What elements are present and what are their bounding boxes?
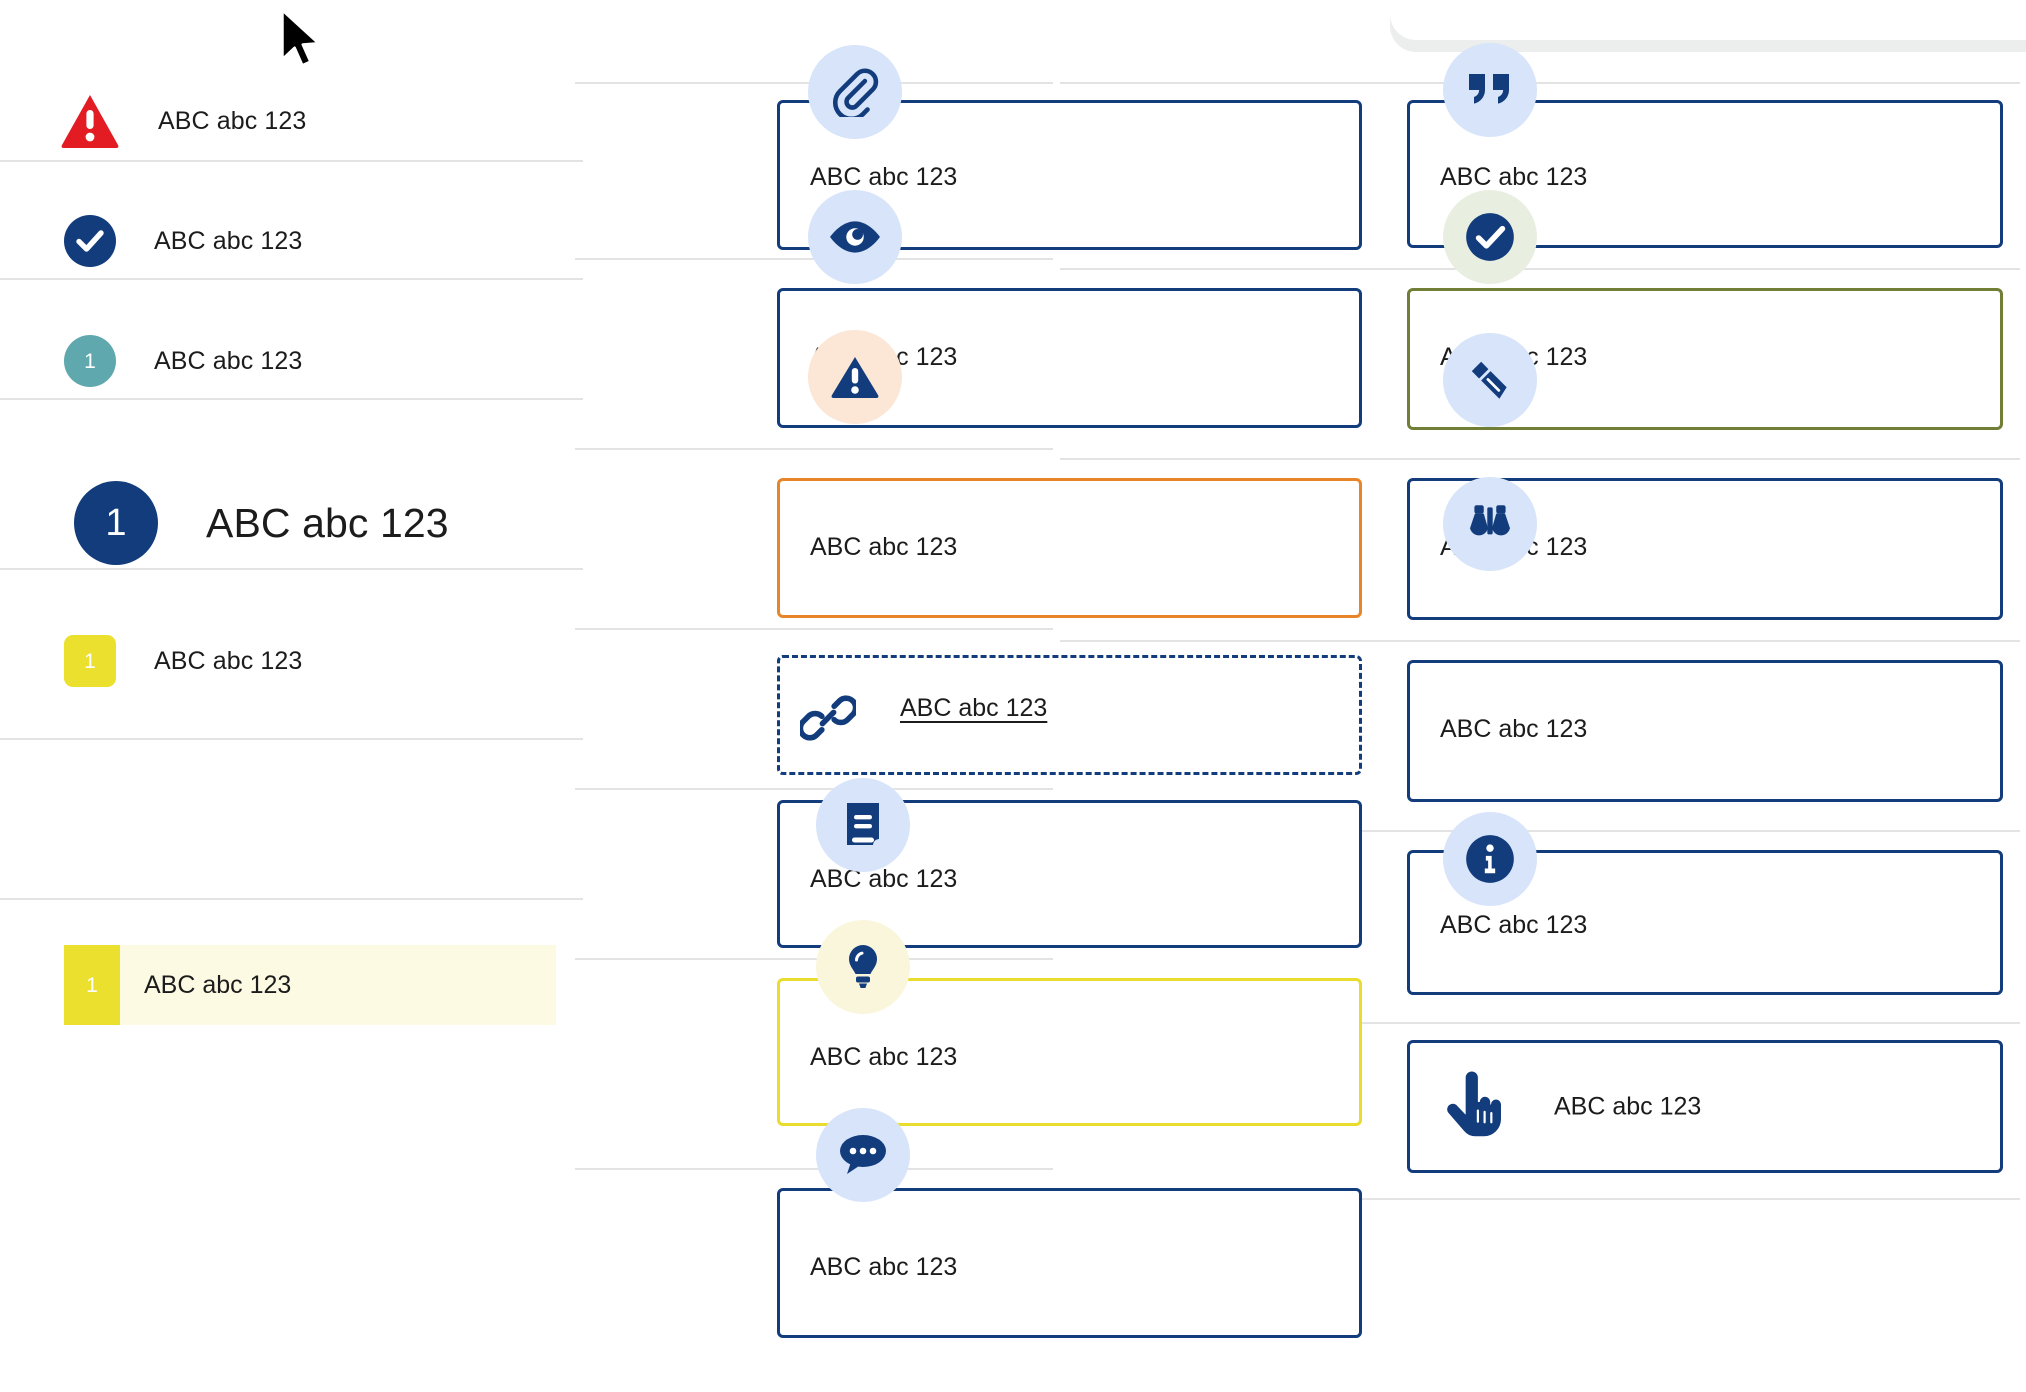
card-label: ABC abc 123 <box>1440 163 1588 191</box>
card-inline-content: ABC abc 123 <box>1444 1071 1701 1142</box>
check-circle-icon <box>64 215 116 267</box>
eye-icon <box>808 190 902 284</box>
card-divider <box>575 448 1053 450</box>
warning-triangle-icon <box>60 93 120 149</box>
list-item-danger[interactable]: ABC abc 123 <box>0 82 583 160</box>
card-divider <box>1060 1022 2020 1024</box>
lightbulb-icon <box>816 920 910 1014</box>
card-divider <box>1060 82 2020 84</box>
card-label: ABC abc 123 <box>810 533 958 561</box>
warning-triangle-icon <box>808 330 902 424</box>
card-label: ABC abc 123 <box>1440 911 1588 939</box>
card-warning[interactable]: ABC abc 123 <box>777 478 1362 618</box>
card-divider <box>1060 1198 2020 1200</box>
list-divider <box>0 568 583 570</box>
list-item-label: ABC abc 123 <box>154 646 303 675</box>
list-item-step-teal[interactable]: 1 ABC abc 123 <box>0 322 583 400</box>
chat-bubble-icon <box>816 1108 910 1202</box>
list-item-label: ABC abc 123 <box>158 106 307 135</box>
list-divider <box>0 898 583 900</box>
list-item-step-yellow-highlighted[interactable]: 1 ABC abc 123 <box>64 945 556 1025</box>
list-item-label: ABC abc 123 <box>154 226 303 255</box>
check-circle-icon <box>1443 190 1537 284</box>
card-divider <box>1060 640 2020 642</box>
left-list: ABC abc 123 ABC abc 123 1 ABC abc 123 1 … <box>0 0 583 1392</box>
card-divider <box>1060 458 2020 460</box>
info-circle-icon <box>1443 812 1537 906</box>
card-label: ABC abc 123 <box>810 1253 958 1281</box>
list-item-success[interactable]: ABC abc 123 <box>0 202 583 280</box>
number-badge-icon: 1 <box>74 481 158 565</box>
badge-value: 1 <box>84 349 96 373</box>
list-item-step-large[interactable]: 1 ABC abc 123 <box>0 475 583 571</box>
card-label: ABC abc 123 <box>1554 1092 1702 1120</box>
card-divider <box>575 958 1053 960</box>
card-link[interactable]: ABC abc 123 <box>777 655 1362 775</box>
card-label: ABC abc 123 <box>810 865 958 893</box>
list-item-label: ABC abc 123 <box>144 970 292 999</box>
list-item-label: ABC abc 123 <box>206 499 449 546</box>
card-label: ABC abc 123 <box>900 694 1048 722</box>
list-item-label: ABC abc 123 <box>154 346 303 375</box>
card-explore[interactable]: ABC abc 123 <box>1407 660 2003 802</box>
binoculars-icon <box>1443 477 1537 571</box>
book-icon <box>816 778 910 872</box>
hand-pointer-icon <box>1444 1071 1502 1142</box>
list-divider <box>0 398 583 400</box>
number-badge-icon: 1 <box>64 335 116 387</box>
paperclip-icon <box>808 45 902 139</box>
mouse-pointer-icon <box>279 8 323 70</box>
card-label: ABC abc 123 <box>1440 715 1588 743</box>
link-icon <box>800 690 856 746</box>
card-divider <box>575 628 1053 630</box>
card-divider <box>1060 268 2020 270</box>
pencil-icon <box>1443 333 1537 427</box>
card-action[interactable]: ABC abc 123 <box>1407 1040 2003 1173</box>
number-badge-icon: 1 <box>64 945 120 1025</box>
card-label: ABC abc 123 <box>810 1043 958 1071</box>
number-badge-icon: 1 <box>64 635 116 687</box>
list-divider <box>0 278 583 280</box>
list-divider <box>0 160 583 162</box>
panel-corner <box>1390 0 2026 40</box>
list-item-step-yellow[interactable]: 1 ABC abc 123 <box>0 622 583 700</box>
quote-icon <box>1443 43 1537 137</box>
card-comment[interactable]: ABC abc 123 <box>777 1188 1362 1338</box>
card-divider <box>1060 830 2020 832</box>
list-divider <box>0 738 583 740</box>
card-label: ABC abc 123 <box>810 163 958 191</box>
card-divider <box>575 788 1053 790</box>
badge-value: 1 <box>86 973 98 997</box>
card-divider <box>575 1168 1053 1170</box>
badge-value: 1 <box>105 502 127 544</box>
badge-value: 1 <box>84 649 96 673</box>
